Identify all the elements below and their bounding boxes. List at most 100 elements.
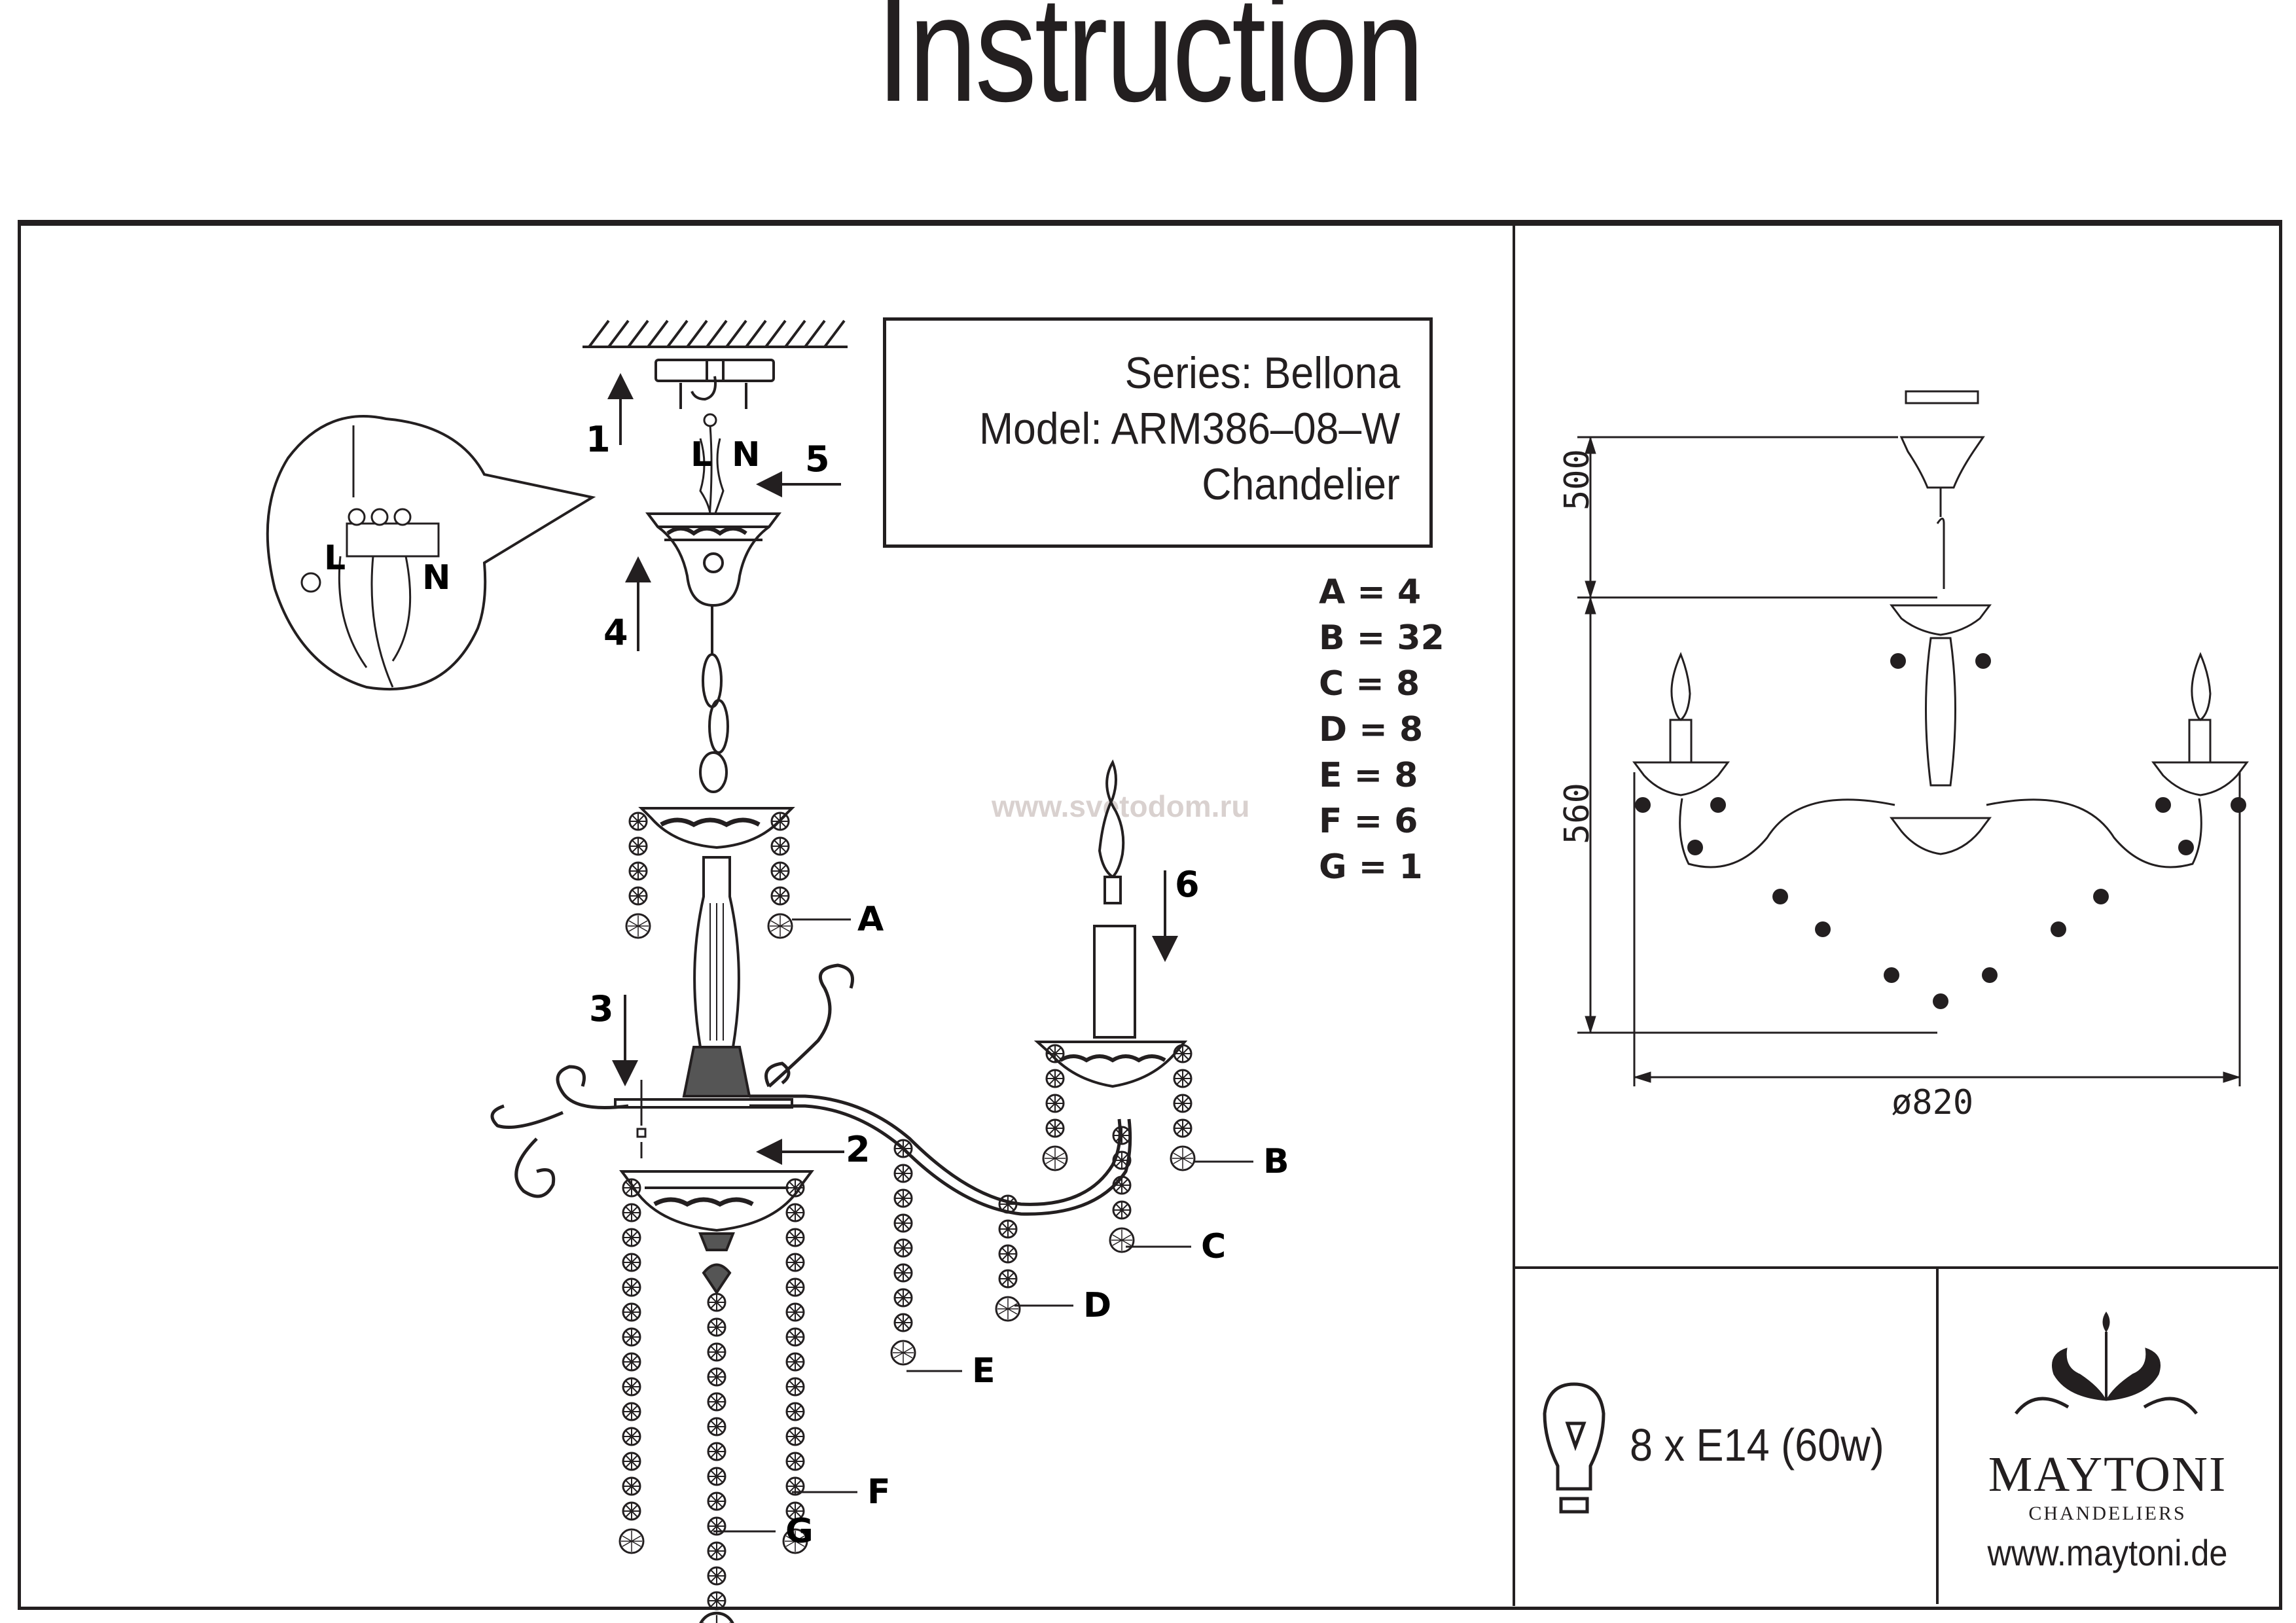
panel-divider-vertical: [1513, 220, 1515, 1606]
panel-divider-horizontal: [1513, 1266, 2278, 1269]
part-count-f: F = 6: [1319, 802, 1418, 841]
crystal-bead: [707, 1367, 726, 1387]
crystal-bead: [1173, 1069, 1193, 1088]
crystal-bead: [893, 1263, 913, 1283]
lower-bowl: [619, 1170, 814, 1295]
crystal-drop-mini: [2178, 840, 2194, 855]
crystal-bead: [707, 1317, 726, 1337]
model-label: Model: ARM386–08–W: [978, 404, 1400, 454]
crystal-drop-mini: [1635, 797, 1651, 813]
crystal-drop-mini: [1890, 653, 1906, 669]
step-6-number: 6: [1175, 864, 1200, 905]
crystal-drop: [625, 913, 651, 939]
step-2-number: 2: [846, 1129, 870, 1170]
crystal-bead: [707, 1467, 726, 1486]
crystal-bead: [770, 836, 790, 856]
crystal-bead: [622, 1452, 641, 1471]
crystal-bead: [785, 1427, 805, 1446]
part-label-f: F: [867, 1472, 891, 1512]
step-3-number: 3: [589, 988, 614, 1029]
crystal-drop-mini: [1815, 921, 1831, 937]
part-count-g: G = 1: [1319, 847, 1423, 887]
crystal-bead: [893, 1213, 913, 1233]
crystal-drop-mini: [2231, 797, 2246, 813]
crystal-bead: [622, 1203, 641, 1222]
crystal-bead: [893, 1288, 913, 1308]
crystal-bead: [628, 886, 648, 906]
crystal-drop: [890, 1340, 916, 1366]
footer-divider: [1936, 1266, 1939, 1604]
part-label-b: B: [1263, 1142, 1289, 1181]
central-column: [682, 856, 751, 1097]
crystal-bead: [1112, 1150, 1132, 1170]
decorative-scroll-left: [490, 1065, 629, 1198]
crystal-bead: [998, 1244, 1018, 1264]
series-label: Series: Bellona: [1124, 348, 1400, 398]
crystal-drop: [699, 1613, 734, 1623]
wire-label-n: N: [732, 435, 761, 474]
crystal-drop-mini: [2093, 889, 2109, 904]
crystal-bead: [1112, 1200, 1132, 1220]
crystal-bead: [622, 1302, 641, 1322]
part-label-c: C: [1201, 1227, 1226, 1266]
crystal-bead: [1112, 1126, 1132, 1145]
brand-website: www.maytoni.de: [1987, 1532, 2228, 1573]
crystal-bead: [785, 1253, 805, 1272]
candle-cup: [1033, 925, 1188, 1088]
crystal-bead: [622, 1377, 641, 1397]
step-1-number: 1: [586, 419, 611, 460]
crystal-bead: [893, 1139, 913, 1158]
crystal-drop: [995, 1296, 1021, 1322]
maytoni-logo-icon: [2015, 1311, 2198, 1415]
crystal-drop: [1170, 1145, 1196, 1171]
crystal-bead: [622, 1178, 641, 1198]
crystal-drop: [619, 1528, 645, 1554]
crystal-bead: [893, 1238, 913, 1258]
part-label-d: D: [1083, 1286, 1111, 1325]
crystal-drop-mini: [1982, 967, 1998, 983]
crystal-drop-mini: [2155, 797, 2171, 813]
crystal-bead: [707, 1417, 726, 1436]
crystal-bead: [785, 1352, 805, 1372]
crystal-bead: [998, 1194, 1018, 1214]
callout-label-l: L: [324, 539, 346, 578]
ceiling-hatch: [583, 319, 848, 348]
crystal-bead: [707, 1392, 726, 1412]
crystal-bead: [622, 1327, 641, 1347]
crystal-bead: [1173, 1094, 1193, 1113]
brand-name: MAYTONI: [1988, 1447, 2227, 1502]
crystal-bead: [785, 1203, 805, 1222]
crystal-bead: [1045, 1094, 1065, 1113]
dimension-chain-height: 500: [1558, 449, 1597, 510]
dimension-body-height: 560: [1558, 783, 1597, 844]
crystal-drop-mini: [1772, 889, 1788, 904]
crystal-bead: [893, 1313, 913, 1332]
part-label-g: G: [785, 1512, 814, 1551]
crystal-bead: [707, 1541, 726, 1561]
crystal-bead: [893, 1164, 913, 1183]
crystal-bead: [707, 1591, 726, 1611]
crystal-bead: [1045, 1118, 1065, 1138]
crystal-bead: [628, 836, 648, 856]
body-height-value: 560: [1558, 783, 1597, 844]
crystal-drop-mini: [1884, 967, 1899, 983]
crystal-bead: [785, 1327, 805, 1347]
mounting-bracket-icon: [655, 359, 775, 409]
crystal-bead: [785, 1402, 805, 1421]
part-count-e: E = 8: [1319, 756, 1418, 795]
crystal-bead: [785, 1228, 805, 1247]
brand-subtitle: CHANDELIERS: [2028, 1503, 2187, 1524]
canopy-icon: [645, 512, 781, 607]
crystal-bead: [707, 1293, 726, 1312]
bulb-spec: 8 x E14 (60w): [1630, 1419, 1884, 1471]
crystal-bead: [1045, 1044, 1065, 1063]
step-5-number: 5: [805, 438, 830, 480]
product-info-box: Series: Bellona Model: ARM386–08–W Chand…: [883, 317, 1433, 548]
crystal-bead: [785, 1452, 805, 1471]
crystal-bead: [998, 1269, 1018, 1289]
crystal-drop-mini: [1933, 993, 1948, 1009]
dimension-diameter: ø820: [1892, 1083, 1974, 1122]
crystal-drop-mini: [1687, 840, 1703, 855]
upper-bowl: [638, 807, 795, 849]
crystal-bead: [707, 1491, 726, 1511]
